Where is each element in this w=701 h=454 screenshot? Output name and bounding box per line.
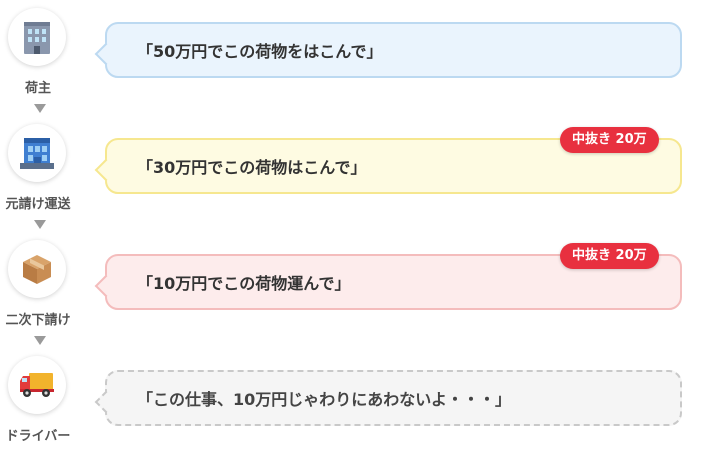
driver-message-bubble: 「この仕事、10万円じゃわりにあわないよ・・・」 bbox=[105, 370, 682, 426]
actor-label-prime-contractor: 元請け運送 bbox=[5, 197, 71, 212]
subcontractor-avatar bbox=[8, 240, 66, 298]
office-building-icon bbox=[24, 22, 50, 54]
margin-badge-prime: 中抜き 20万 bbox=[560, 127, 659, 153]
shipper-message-bubble: 「50万円でこの荷物をはこんで」 bbox=[105, 22, 682, 78]
prime-contractor-message: 「30万円でこの荷物はこんで」 bbox=[137, 158, 367, 177]
package-box-icon bbox=[23, 255, 51, 284]
warehouse-building-icon bbox=[20, 138, 54, 169]
flow-arrow-down-icon bbox=[34, 336, 46, 345]
margin-badge-subcontractor: 中抜き 20万 bbox=[560, 243, 659, 269]
prime-contractor-message-bubble: 「30万円でこの荷物はこんで」 bbox=[105, 138, 682, 194]
prime-contractor-avatar bbox=[8, 124, 66, 182]
actor-label-driver: ドライバー bbox=[5, 429, 71, 444]
subcontractor-message: 「10万円でこの荷物運んで」 bbox=[137, 274, 351, 293]
shipper-message: 「50万円でこの荷物をはこんで」 bbox=[137, 42, 383, 61]
subcontractor-message-bubble: 「10万円でこの荷物運んで」 bbox=[105, 254, 682, 310]
actor-label-shipper: 荷主 bbox=[24, 81, 51, 96]
flow-arrow-down-icon bbox=[34, 220, 46, 229]
actor-label-subcontractor: 二次下請け bbox=[5, 313, 71, 328]
delivery-truck-icon bbox=[20, 373, 54, 397]
flow-arrow-down-icon bbox=[34, 104, 46, 113]
shipper-avatar bbox=[8, 8, 66, 66]
driver-message: 「この仕事、10万円じゃわりにあわないよ・・・」 bbox=[137, 390, 511, 409]
driver-avatar bbox=[8, 356, 66, 414]
